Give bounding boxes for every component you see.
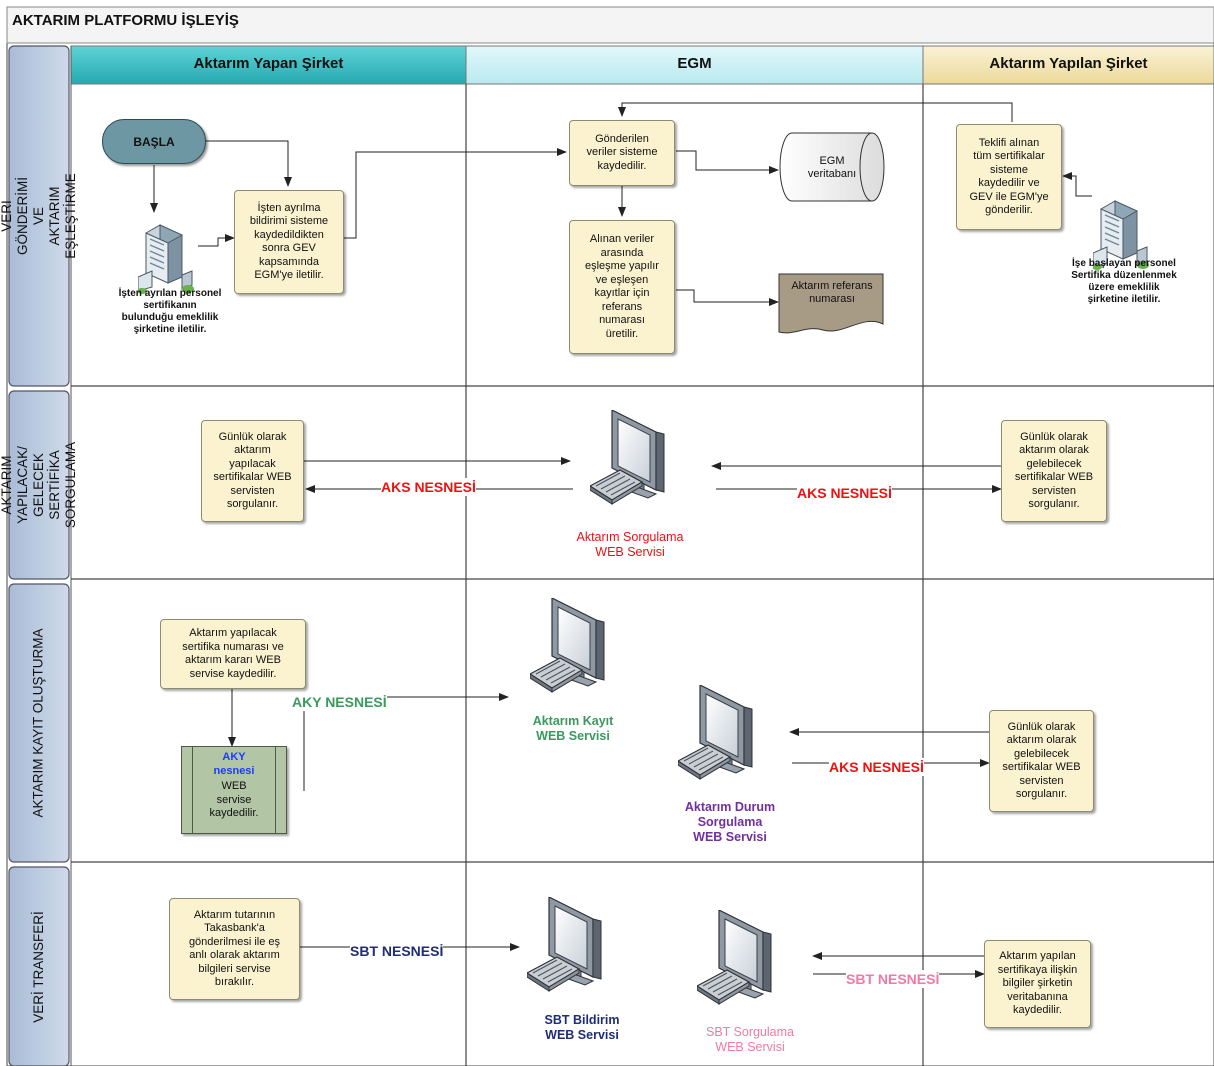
aky-nesnesi-body: WEB servise kaydedilir. <box>209 780 259 819</box>
document-label: Aktarım referans numarası <box>791 279 873 306</box>
box-aktarim-karari: Aktarım yapılacak sertifika numarası ve … <box>160 619 306 689</box>
service-sbt-sorgulama: SBT Sorgulama WEB Servisi <box>705 1025 794 1054</box>
lane-sertifika-sorgulama: AKTARIM YAPILACAK/ GELECEK SERTİFİKA SOR… <box>0 441 78 529</box>
box-isten-ayrilma: İşten ayrılma bildirimi sisteme kaydedil… <box>234 190 344 294</box>
box-eslesme: Alınan veriler arasında eşleşme yapılır … <box>569 220 675 354</box>
column-header-egm-bg <box>465 45 924 85</box>
object-aks-left: AKS NESNESİ <box>381 478 476 496</box>
service-aktarim-durum: Aktarım Durum Sorgulama WEB Servisi <box>684 800 776 844</box>
lane-veri-transferi: VERİ TRANSFERİ <box>31 910 46 1023</box>
box-sirket-veritabani: Aktarım yapılan sertifikaya ilişkin bilg… <box>984 940 1091 1028</box>
aky-nesnesi-title: AKY nesnesi <box>213 751 255 777</box>
service-aktarim-sorgulama: Aktarım Sorgulama WEB Servisi <box>576 530 684 559</box>
computer-icon <box>527 897 602 992</box>
aky-process-box: AKY nesnesi WEB servise kaydedilir. <box>181 746 287 834</box>
column-header-aktarim-yapilan: Aktarım Yapılan Şirket <box>989 55 1148 72</box>
service-aktarim-kayit: Aktarım Kayıt WEB Servisi <box>532 714 614 743</box>
page-title: AKTARIM PLATFORMU İŞLEYİŞ <box>12 12 239 29</box>
box-gonderilen-veriler: Gönderilen veriler sisteme kaydedilir. <box>569 120 675 186</box>
computer-icon <box>590 410 665 505</box>
object-sbt-left: SBT NESNESİ <box>350 942 444 960</box>
computer-icon <box>530 598 605 693</box>
building-icon <box>138 224 195 295</box>
building-right-caption: İşe başlayan personel Sertifika düzenlen… <box>1071 258 1177 305</box>
object-aks-lane3: AKS NESNESİ <box>829 758 924 776</box>
column-header-egm: EGM <box>677 55 712 72</box>
lane-veri-gonderimi: VERİ GÖNDERİMİ VE AKTARIM EŞLEŞTİRME <box>0 173 79 259</box>
database-label: EGM veritabanı <box>807 154 857 181</box>
computer-icon <box>678 685 753 780</box>
object-aky: AKY NESNESİ <box>292 693 387 711</box>
document-icon <box>778 273 884 334</box>
column-header-right-bg <box>922 45 1214 85</box>
box-teklifi-alinan: Teklifi alınan tüm sertifikalar sisteme … <box>956 124 1062 230</box>
database-icon <box>779 132 885 202</box>
start-node: BAŞLA <box>102 119 206 164</box>
box-gunluk-sorgu-left: Günlük olarak aktarım yapılacak sertifik… <box>201 420 304 522</box>
lane-aktarim-kayit: AKTARIM KAYIT OLUŞTURMA <box>31 628 46 818</box>
column-header-aktarim-yapan: Aktarım Yapan Şirket <box>193 55 344 72</box>
computer-icon <box>697 910 772 1005</box>
object-aks-right: AKS NESNESİ <box>797 484 892 502</box>
building-left-caption: İşten ayrılan personel sertifikanın bulu… <box>118 288 222 335</box>
box-takasbank: Aktarım tutarının Takasbank'a gönderilme… <box>169 898 300 1000</box>
service-sbt-bildirim: SBT Bildirim WEB Servisi <box>544 1013 620 1042</box>
object-sbt-right: SBT NESNESİ <box>846 970 940 988</box>
box-gunluk-sorgu-right: Günlük olarak aktarım olarak gelebilecek… <box>1001 420 1107 522</box>
box-gunluk-sorgu-lane3: Günlük olarak aktarım olarak gelebilecek… <box>989 710 1094 812</box>
